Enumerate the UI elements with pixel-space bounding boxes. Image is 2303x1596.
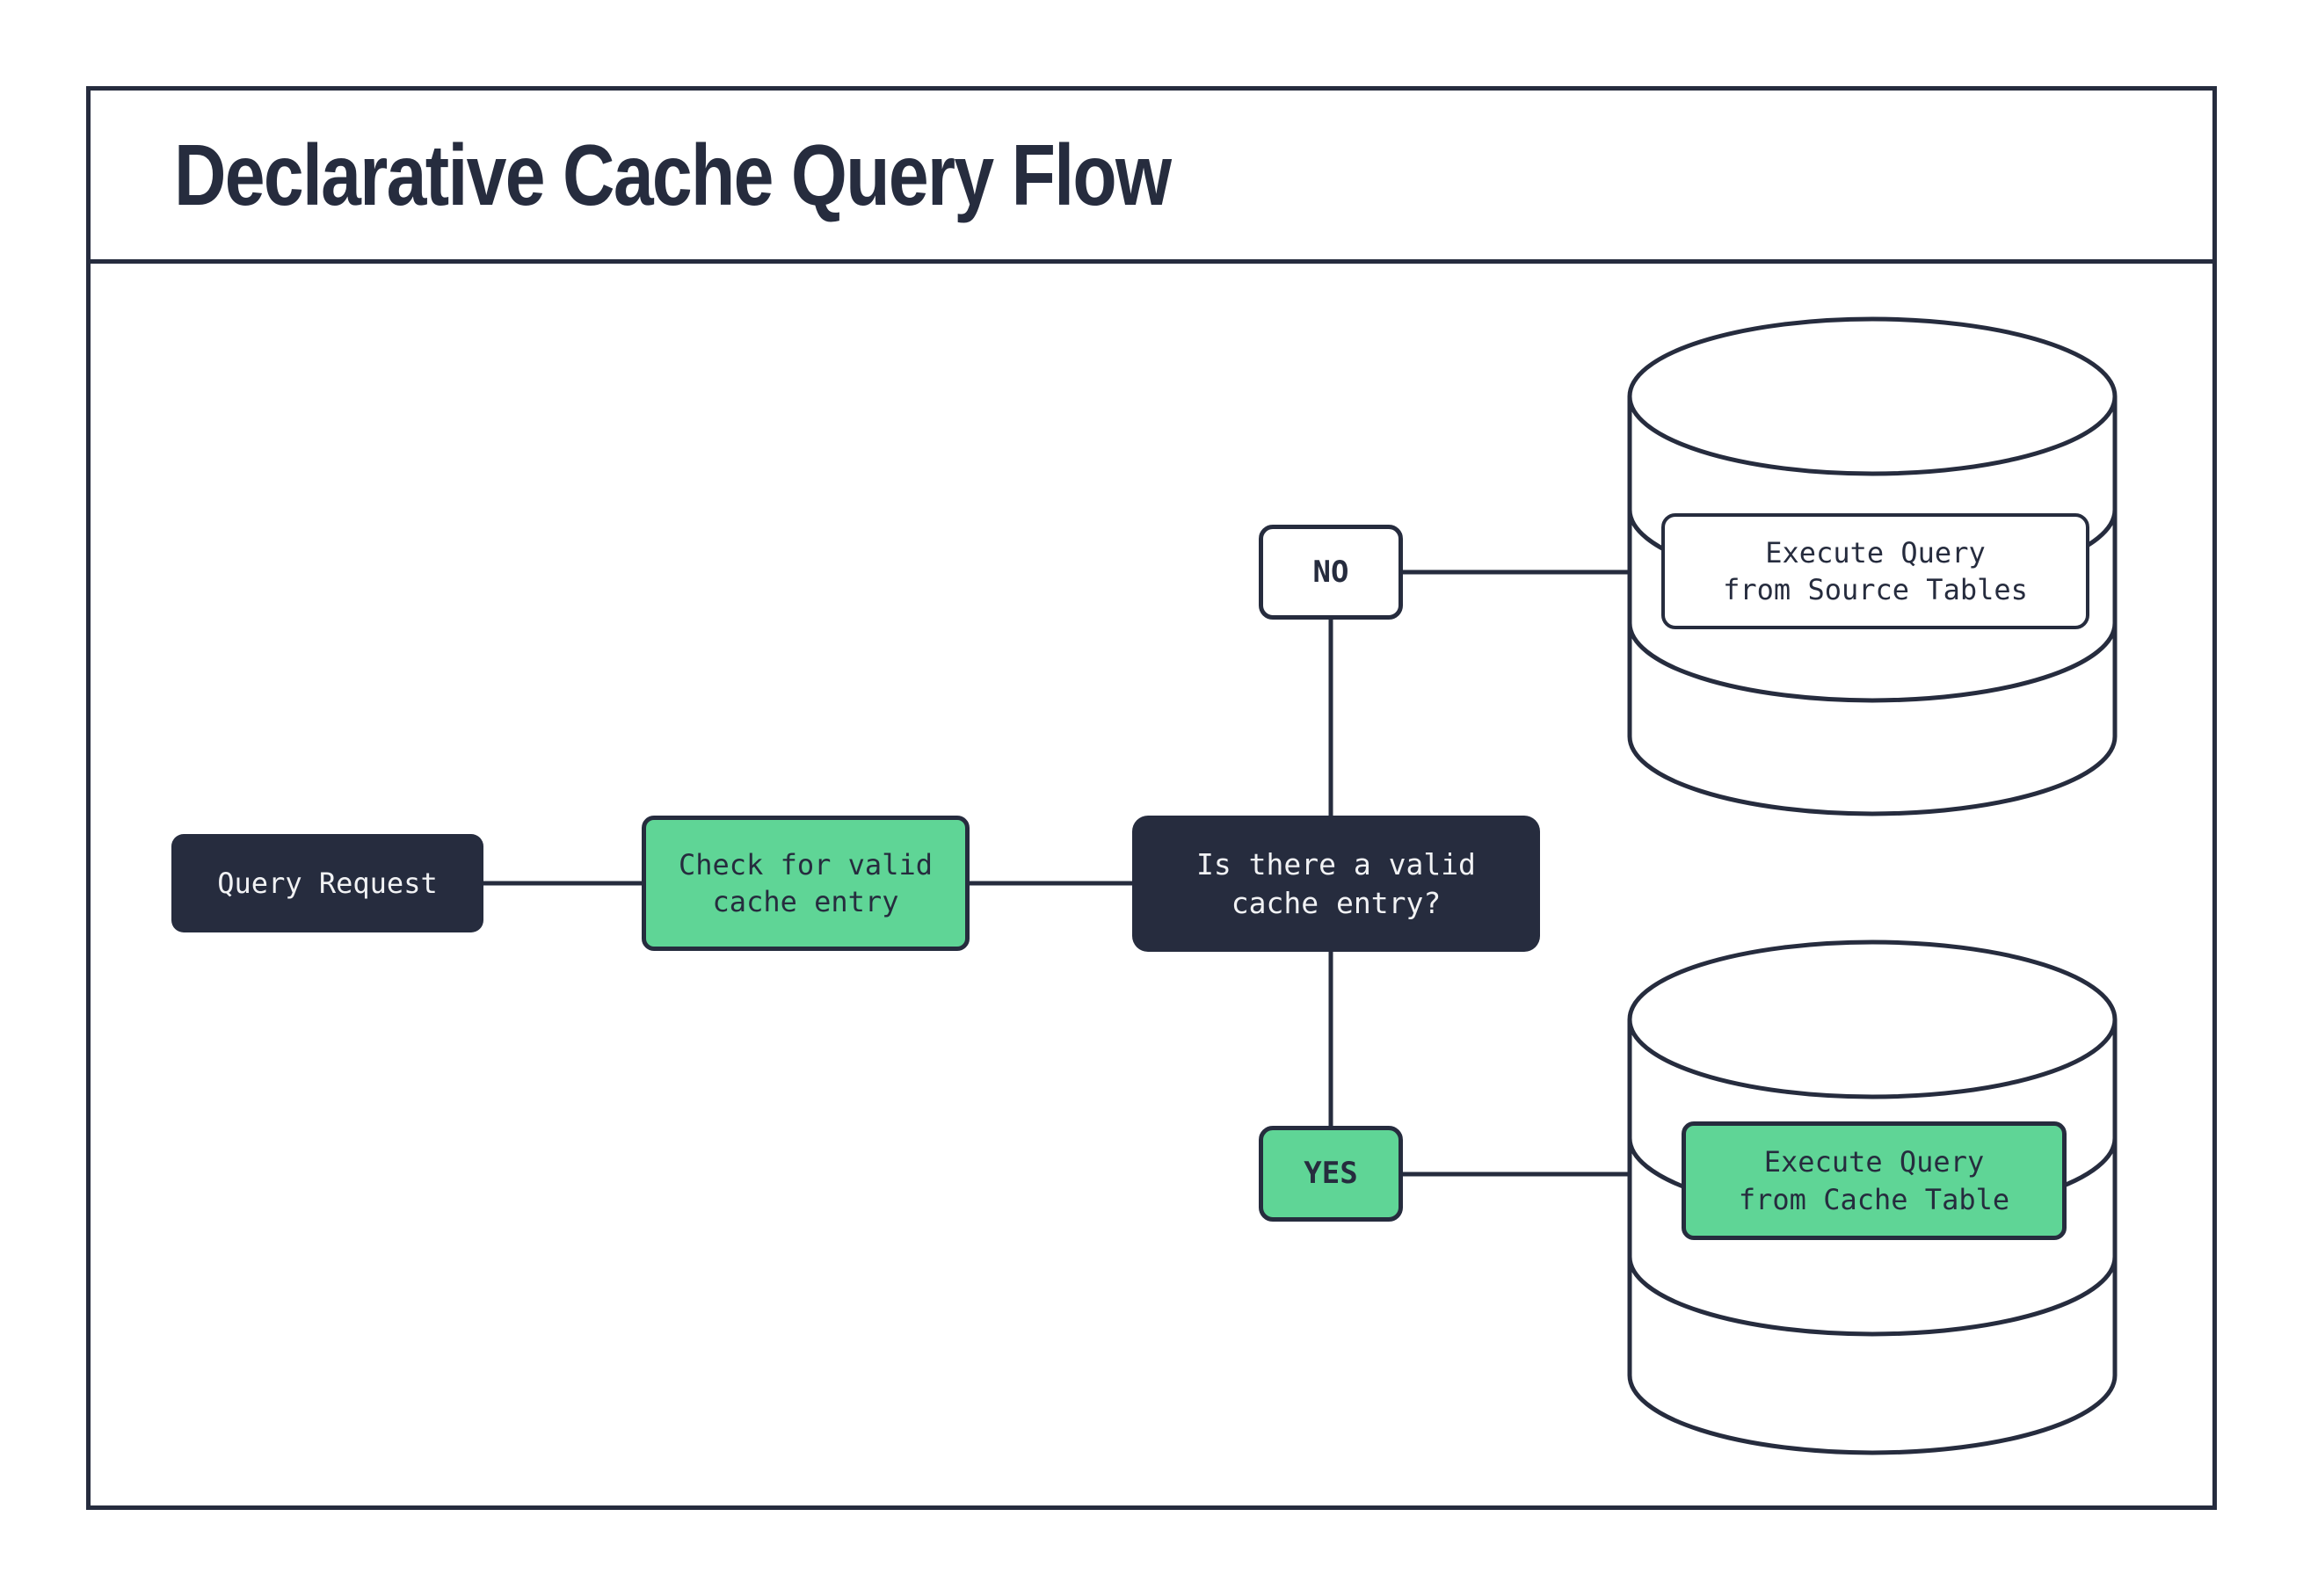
node-execute-query-cache-table: Execute Query from Cache Table [1682,1121,2067,1240]
source-database-cylinder-icon [1627,316,2118,816]
node-execute-query-source-tables: Execute Query from Source Tables [1661,513,2089,629]
branch-label-no: NO [1259,525,1403,620]
branch-label-yes: YES [1259,1126,1403,1222]
node-valid-cache-decision: Is there a valid cache entry? [1132,816,1540,952]
diagram-header: Declarative Cache Query Flow [91,91,2212,264]
page-title: Declarative Cache Query Flow [174,126,1172,223]
node-check-cache-entry: Check for valid cache entry [642,816,970,951]
node-query-request: Query Request [171,834,483,932]
